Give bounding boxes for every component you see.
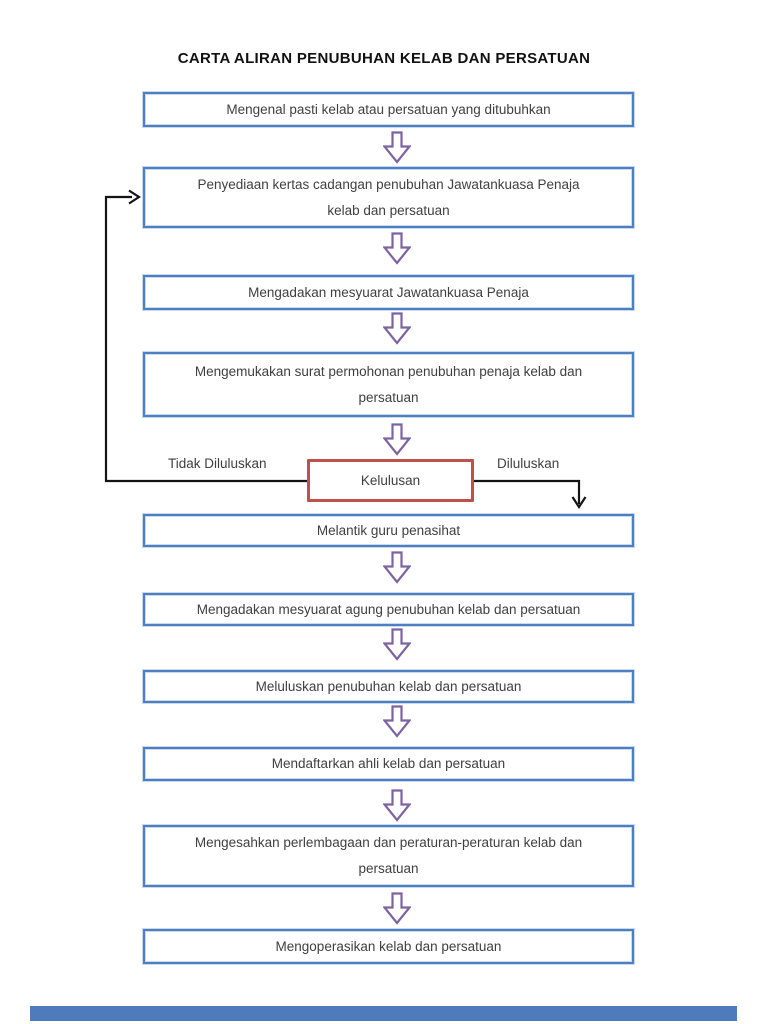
flow-step-box: Mengoperasikan kelab dan persatuan	[143, 929, 634, 964]
flow-step-box: Mengadakan mesyuarat Jawatankuasa Penaja	[143, 275, 634, 310]
approved-path-line	[474, 479, 587, 510]
down-arrow-icon	[383, 892, 411, 925]
flow-step-box: Penyediaan kertas cadangan penubuhan Jaw…	[143, 167, 634, 228]
rejected-path-line	[104, 189, 307, 483]
down-arrow-icon	[383, 131, 411, 164]
decision-box: Kelulusan	[307, 459, 474, 502]
flow-step-box: Melantik guru penasihat	[143, 514, 634, 547]
down-arrow-icon	[383, 628, 411, 661]
down-arrow-icon	[383, 423, 411, 456]
flow-step-box: Mengadakan mesyuarat agung penubuhan kel…	[143, 593, 634, 626]
down-arrow-icon	[383, 312, 411, 345]
flow-step-box: Meluluskan penubuhan kelab dan persatuan	[143, 670, 634, 703]
down-arrow-icon	[383, 789, 411, 822]
down-arrow-icon	[383, 232, 411, 265]
flow-step-box: Mengemukakan surat permohonan penubuhan …	[143, 352, 634, 417]
rejected-label: Tidak Diluluskan	[168, 456, 267, 471]
flow-step-box: Mendaftarkan ahli kelab dan persatuan	[143, 747, 634, 781]
flow-step-box: Mengesahkan perlembagaan dan peraturan-p…	[143, 825, 634, 887]
flow-step-box: Mengenal pasti kelab atau persatuan yang…	[143, 92, 634, 127]
down-arrow-icon	[383, 705, 411, 738]
page-title: CARTA ALIRAN PENUBUHAN KELAB DAN PERSATU…	[177, 50, 591, 67]
footer-bar	[30, 1006, 737, 1021]
approved-label: Diluluskan	[497, 456, 560, 471]
down-arrow-icon	[383, 551, 411, 584]
